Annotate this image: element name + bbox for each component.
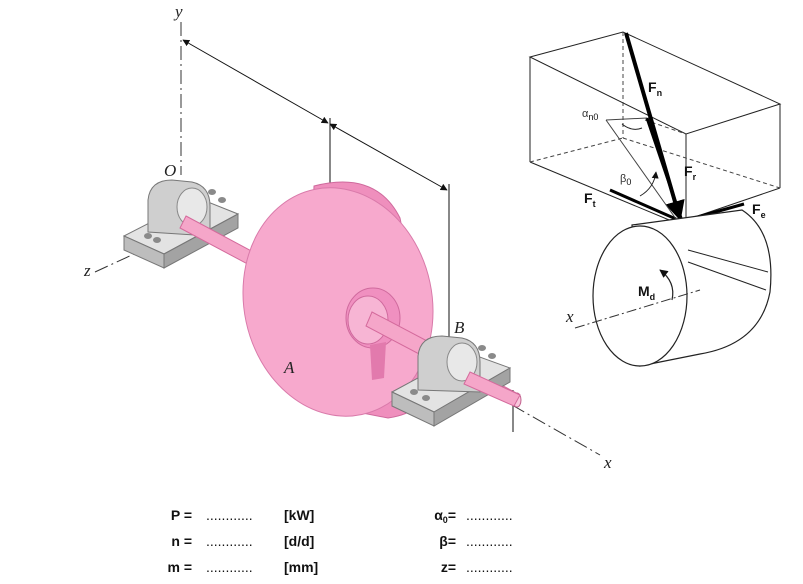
label-o: O <box>164 161 176 180</box>
angle-alpha-arc <box>621 123 643 130</box>
param-label-p: P = <box>171 507 192 523</box>
label-b: B <box>454 318 465 337</box>
param-label-m: m = <box>167 559 192 575</box>
param-dots-p: ............ <box>206 507 253 523</box>
force-ft-arrow <box>609 188 677 221</box>
label-fe: Fe <box>752 201 766 220</box>
cylinder <box>574 209 772 367</box>
param-label-alpha0: α0= <box>434 507 456 525</box>
param-label-n: n = <box>171 533 192 549</box>
param-dots-beta: ............ <box>466 533 513 549</box>
label-beta: β0 <box>620 173 631 187</box>
param-dots-n: ............ <box>206 533 253 549</box>
label-md: Md <box>638 283 655 302</box>
dimension-line-2 <box>329 123 448 191</box>
shaft-assembly: y z x O A B <box>83 2 612 472</box>
param-unit-n: [d/d] <box>284 533 314 549</box>
label-ft: Ft <box>584 190 596 209</box>
label-alpha: αn0 <box>582 108 598 122</box>
label-x-cyl: x <box>565 307 574 326</box>
param-dots-z: ............ <box>466 559 513 575</box>
label-fr: Fr <box>684 163 697 182</box>
param-dots-m: ............ <box>206 559 253 575</box>
label-z: z <box>83 261 91 280</box>
x-axis-line <box>511 404 601 456</box>
torque-arrow <box>659 269 674 301</box>
param-dots-alpha0: ............ <box>466 507 513 523</box>
label-y: y <box>173 2 183 21</box>
dimension-line-1 <box>182 39 329 124</box>
shaft-exit <box>463 371 521 407</box>
label-fn: Fn <box>648 79 662 98</box>
force-diagram: Fn Fr Ft Fe Md αn0 β0 x <box>528 31 782 367</box>
label-x: x <box>603 453 612 472</box>
param-unit-m: [mm] <box>284 559 318 575</box>
param-label-z: z= <box>441 559 456 575</box>
parameter-table: P = ............ [kW] n = ............ [… <box>167 507 512 575</box>
cylinder-axis <box>574 289 701 329</box>
param-label-beta: β= <box>439 533 456 549</box>
bearing-left <box>122 179 240 269</box>
label-a: A <box>283 358 295 377</box>
param-unit-p: [kW] <box>284 507 314 523</box>
angle-beta-arc <box>639 171 659 197</box>
force-fr-arrow <box>645 117 683 219</box>
